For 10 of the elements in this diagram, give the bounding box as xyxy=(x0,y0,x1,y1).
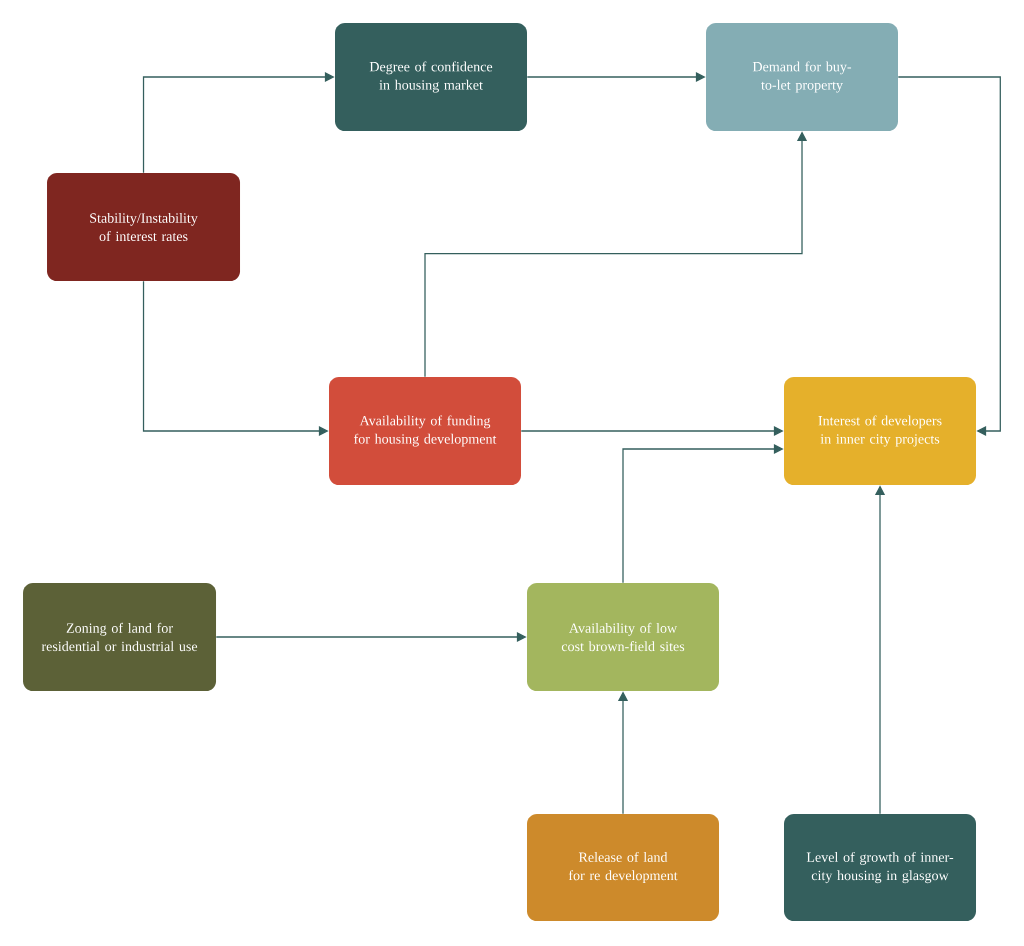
factor-box: Interest of developers in inner city projects xyxy=(784,377,976,485)
factor-box: Availability of low cost brown-field sites xyxy=(527,583,719,691)
factor-box: Availability of funding for housing development xyxy=(329,377,521,485)
factor-box: Zoning of land for residential or industrial use xyxy=(23,583,216,691)
arrow xyxy=(897,76,1001,437)
factor-box: Degree of confidence in housing market xyxy=(335,23,527,131)
factor-box: Stability/Instability of interest rates xyxy=(47,173,240,281)
factor-box: Level of growth of inner-city housing in glasgow xyxy=(784,814,976,921)
factor-box: Demand for buy-to-let property xyxy=(706,23,898,131)
factor-box: Release of land for re development xyxy=(527,814,719,921)
